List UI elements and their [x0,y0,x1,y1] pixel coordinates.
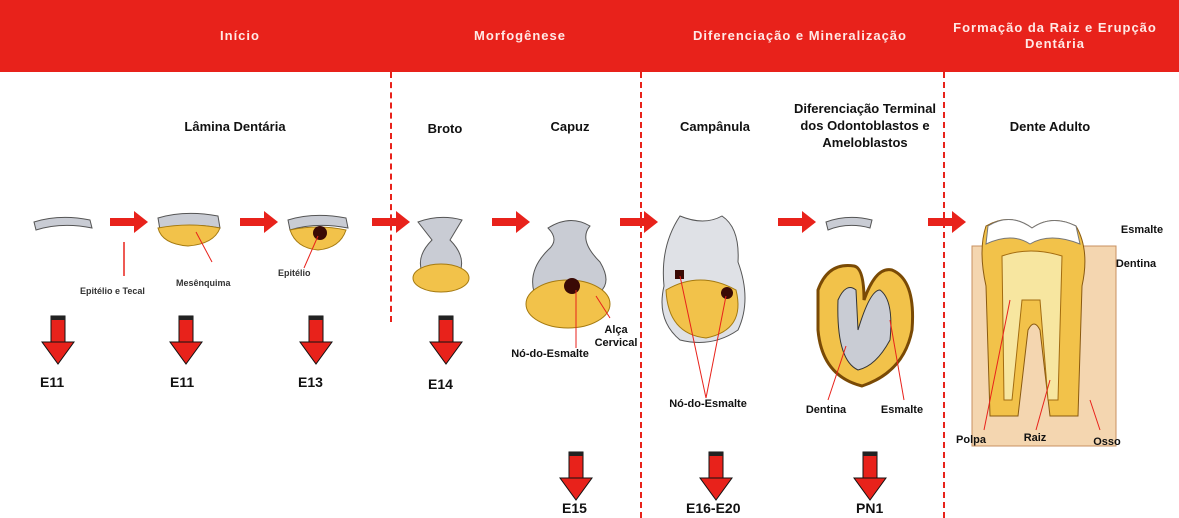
label-polpa: Polpa [946,432,996,449]
label-no-esmalte-campanula: Nó-do-Esmalte [668,398,748,411]
label-dentina-adulto: Dentina [1106,256,1166,273]
label-esmalte-adulto: Esmalte [1112,222,1172,239]
progress-arrow [928,211,966,233]
progress-arrow [110,211,148,233]
label-dentina: Dentina [796,402,856,419]
label-osso: Osso [1082,434,1132,451]
age-label: E14 [428,376,453,392]
age-label: E13 [298,374,323,390]
label-esmalte: Esmalte [872,402,932,419]
age-label: E11 [40,374,64,390]
label-epitelio-tecal: Epitélio e Tecal [80,286,145,296]
label-raiz: Raiz [1010,430,1060,447]
age-label: E15 [562,500,587,516]
label-alca-cervical: Alça Cervical [586,324,646,350]
progress-arrow [240,211,278,233]
age-label: E11 [170,374,194,390]
label-no-esmalte-capuz: Nó-do-Esmalte [505,348,595,361]
progress-arrow [620,211,658,233]
age-label: PN1 [856,500,883,516]
label-epitelio: Epitélio [278,268,311,278]
progress-arrow [778,211,816,233]
progress-arrow [372,211,410,233]
age-label: E16-E20 [686,500,740,516]
progress-arrow [492,211,530,233]
label-mesenquima: Mesênquima [176,278,231,288]
